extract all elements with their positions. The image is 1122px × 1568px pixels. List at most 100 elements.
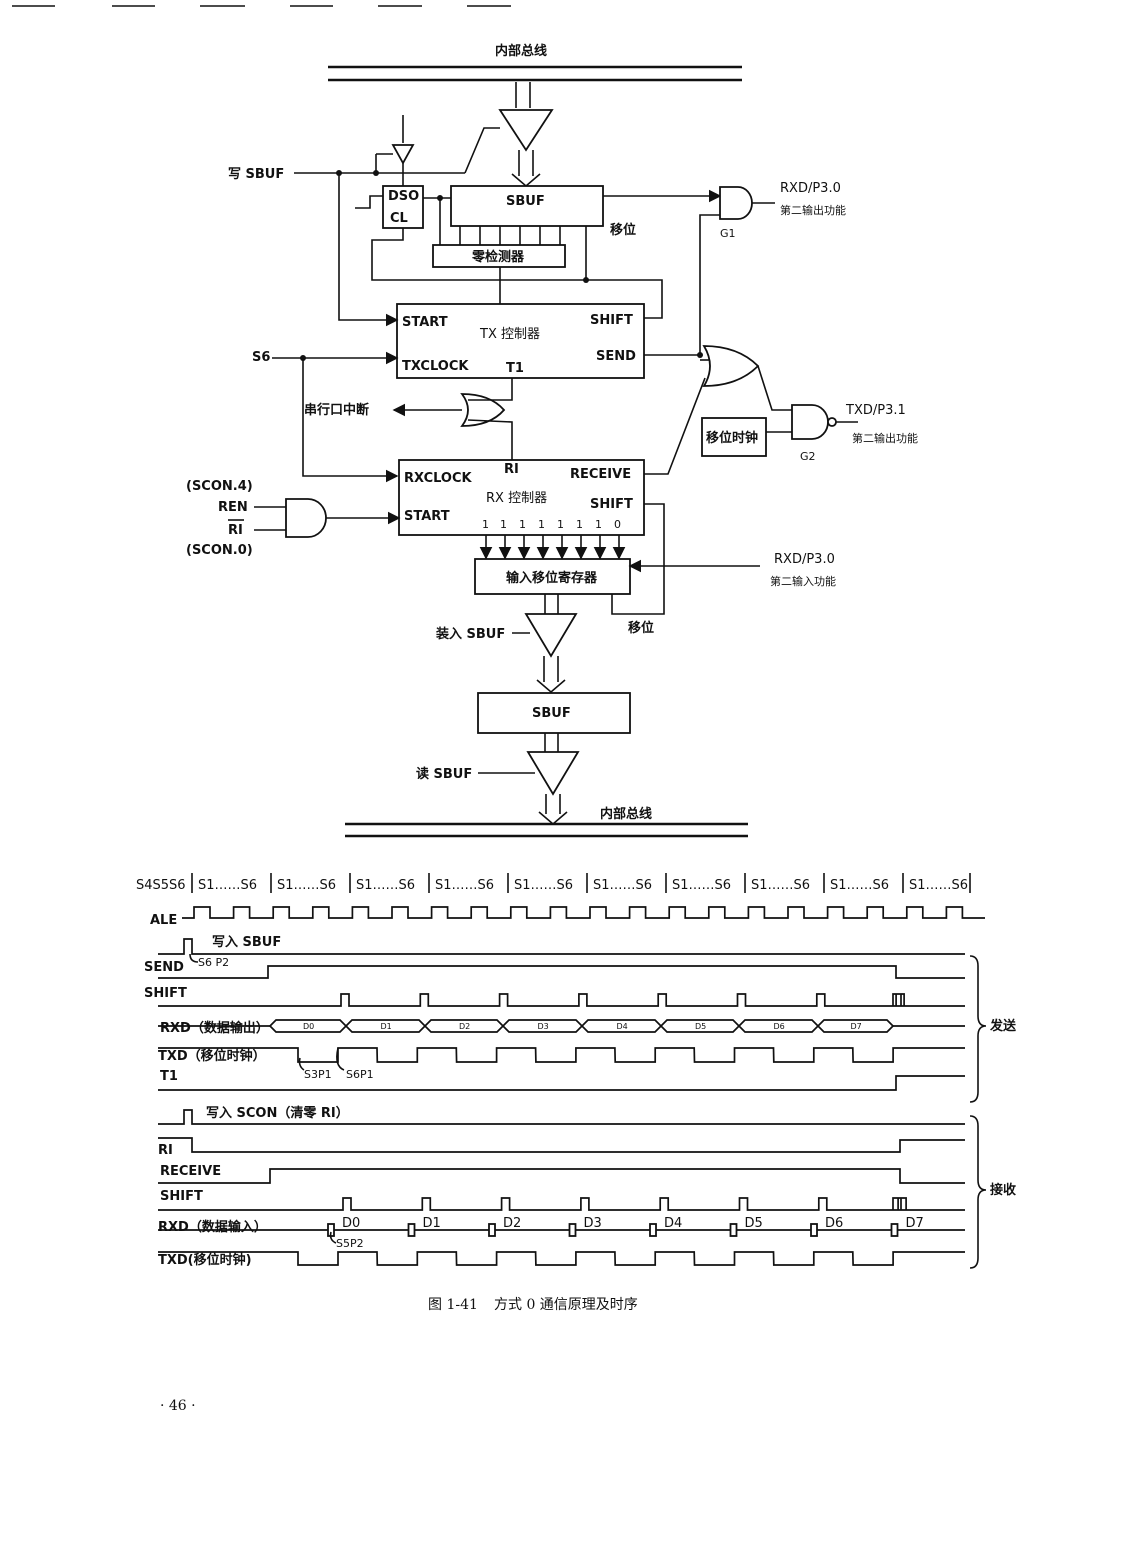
txd-rx-waveform (158, 1251, 965, 1266)
write-sbuf-pulse (158, 938, 965, 955)
scon4-label: (SCON.4) (186, 479, 253, 494)
rx-bit-0: 1 (482, 518, 489, 531)
txd-out-func-label: 第二输出功能 (852, 431, 918, 445)
tx-controller-box (396, 303, 645, 379)
rxd-out-bit-label: D6 (774, 1022, 785, 1031)
state-cycle-label: S1……S6 (593, 878, 652, 893)
state-cycle-label: S1……S6 (672, 878, 731, 893)
state-cycle-label: S1……S6 (830, 878, 889, 893)
rxd-in-bit-label: D4 (664, 1216, 682, 1231)
state-cycle-label: S1……S6 (435, 878, 494, 893)
rxd-out-bit-label: D3 (538, 1022, 549, 1031)
ale-label: ALE (150, 913, 177, 928)
rx-bit-4: 1 (557, 518, 564, 531)
shift-rx-timing-label: SHIFT (160, 1189, 203, 1204)
t1-label: T1 (160, 1069, 178, 1084)
rx-bit-values: 1 1 1 1 1 1 1 0 (482, 518, 621, 531)
txd-clock-label: TXD（移位时钟） (158, 1048, 266, 1064)
zero-detector-label: 零检测器 (471, 249, 525, 265)
rx-to-shift-reg-lines (479, 535, 626, 560)
ren-label: REN (218, 500, 248, 515)
rxd-in-sample (810, 1223, 818, 1237)
rxd-in-bit-label: D2 (503, 1216, 521, 1231)
rxd-out-func-label: 第二输出功能 (780, 203, 846, 217)
rx-bit-7: 0 (614, 518, 621, 531)
rx-bit-5: 1 (576, 518, 583, 531)
g2-label: G2 (800, 450, 816, 463)
sbuf-tx-label: SBUF (506, 194, 545, 209)
timing-diagram: S4S5S6 S1……S6 S1……S6 S1……S6 S1……S6 S1……S6 S1…… (136, 873, 1017, 1269)
rxd-in-label: RXD/P3.0 (774, 552, 835, 567)
rxd-in-bit-label: D7 (906, 1216, 924, 1231)
rxd-in-timing-label: RXD（数据输入） (158, 1219, 267, 1235)
s6p1-label: S6P1 (346, 1068, 374, 1081)
caption-title: 方式 0 通信原理及时序 (494, 1297, 638, 1313)
shift-rx-label: 移位 (628, 620, 654, 636)
s6-label: S6 (252, 350, 270, 365)
send-label: SEND (144, 960, 184, 975)
write-scon-label: 写入 SCON（清零 RI） (206, 1105, 349, 1121)
rxd-out-bit-label: D2 (459, 1022, 470, 1031)
state-cycle-label: S1……S6 (909, 878, 968, 893)
rx-controller-title: RX 控制器 (486, 491, 547, 506)
tx-shift-label: SHIFT (590, 313, 633, 328)
rxd-in-sample (729, 1223, 738, 1237)
input-shift-register-box (474, 558, 631, 595)
write-sbuf-label: 写 SBUF (228, 167, 284, 182)
rx-bit-2: 1 (519, 518, 526, 531)
write-sbuf-timing-label: 写入 SBUF (212, 935, 281, 950)
rxd-in-sample (890, 1223, 899, 1237)
rx-bit-6: 1 (595, 518, 602, 531)
zero-detector-inputs (439, 198, 561, 245)
send-waveform (158, 965, 965, 979)
rxd-out-bit-label: D7 (851, 1022, 862, 1031)
rxd-in-func-label: 第二输入功能 (770, 574, 836, 588)
state-cycle-label: S1……S6 (751, 878, 810, 893)
tx-controller-title: TX 控制器 (479, 327, 540, 342)
rxd-in-bit-label: D3 (584, 1216, 602, 1231)
txd-out-label: TXD/P3.1 (845, 403, 906, 418)
rxd-out-timing-label: RXD（数据输出） (160, 1020, 269, 1036)
read-buffer-triangle (526, 751, 580, 796)
g2-nand-gate (791, 404, 829, 440)
rx-shift-label: SHIFT (590, 497, 633, 512)
rx-rxclock-label: RXCLOCK (404, 471, 473, 486)
rxd-out-bit-label: D5 (695, 1022, 706, 1031)
bottom-bus-label: 内部总线 (600, 806, 652, 822)
load-sbuf-label: 装入 SBUF (435, 626, 505, 642)
receive-group-label: 接收 (990, 1182, 1017, 1198)
ri-waveform (158, 1137, 965, 1153)
txd-tx-waveform (158, 1047, 965, 1063)
state-first-label: S4S5S6 (136, 878, 186, 893)
tx-start-label: START (402, 315, 448, 330)
rxd-in-bit-label: D6 (825, 1216, 843, 1231)
page-number: · 46 · (160, 1398, 196, 1414)
s3p1-label: S3P1 (304, 1068, 332, 1081)
ri-timing-label: RI (158, 1143, 173, 1158)
rxd-in-sample (568, 1223, 577, 1237)
tx-txclock-label: TXCLOCK (402, 359, 469, 374)
rxd-in-sample (649, 1223, 657, 1237)
rx-start-label: START (404, 509, 450, 524)
send-group-label: 发送 (989, 1018, 1017, 1034)
sbuf-rx-label: SBUF (532, 706, 571, 721)
send-brace (969, 955, 987, 1103)
read-sbuf-label: 读 SBUF (416, 766, 472, 782)
rx-bit-3: 1 (538, 518, 545, 531)
tx-send-label: SEND (596, 349, 636, 364)
state-cycle-label: S1……S6 (514, 878, 573, 893)
serial-int-label: 串行口中断 (304, 402, 369, 418)
zero-detector-box (432, 244, 566, 268)
rx-ri-label: RI (504, 462, 519, 477)
cl-label: CL (390, 211, 408, 226)
tx-t1-label: T1 (506, 361, 524, 376)
write-buffer-triangle (498, 109, 554, 152)
shift-clock-label: 移位时钟 (706, 430, 758, 446)
top-bus-label: 内部总线 (495, 43, 547, 59)
rx-receive-label: RECEIVE (570, 467, 631, 482)
or-gate-g3 (702, 345, 760, 387)
rxd-in-sample (407, 1223, 416, 1237)
shift-tx-label: 移位 (610, 222, 636, 238)
